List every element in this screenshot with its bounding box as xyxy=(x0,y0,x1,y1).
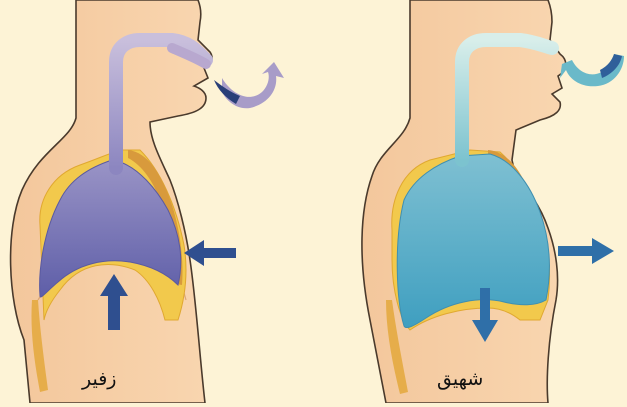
inhalation-figure xyxy=(362,0,624,403)
inhale-outward-arrow xyxy=(558,238,614,264)
exhalation-figure xyxy=(11,0,284,403)
exhale-airflow-arrow xyxy=(222,62,284,108)
inhalation-label: شهيق xyxy=(437,368,483,390)
exhale-inward-arrow xyxy=(184,240,236,266)
exhale-airflow-arrow-tail xyxy=(214,80,240,104)
exhalation-label: زفير xyxy=(82,368,116,390)
